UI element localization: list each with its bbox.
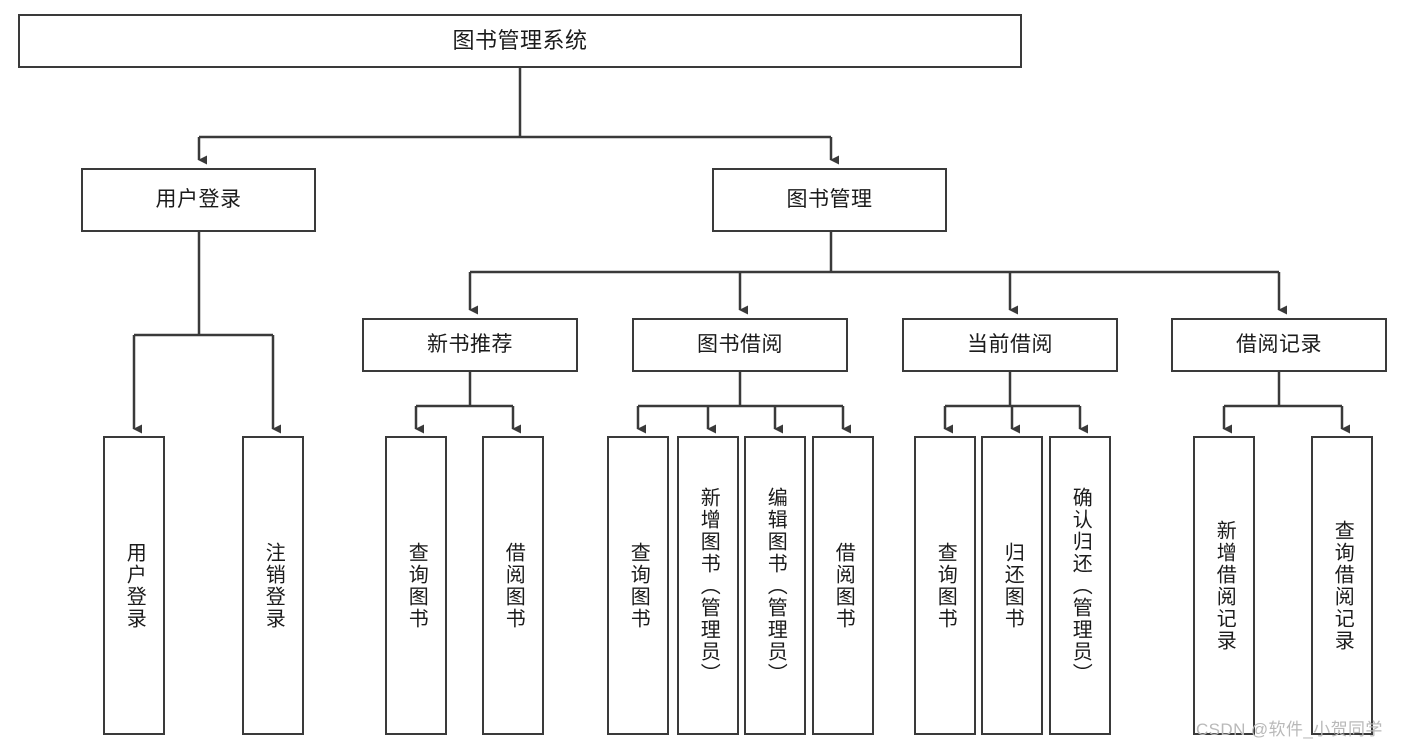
node-leaf-confirm-return[interactable]: 确认归还（管理员）: [1049, 436, 1111, 735]
node-book-manage[interactable]: 图书管理: [712, 168, 947, 232]
node-leaf-edit-book-label: 编辑图书（管理员）: [764, 486, 787, 685]
node-current-borrow-label: 当前借阅: [967, 332, 1053, 356]
node-leaf-add-book-label: 新增图书（管理员）: [697, 486, 720, 685]
node-new-book-recommend-label: 新书推荐: [427, 332, 513, 356]
node-leaf-query-book-3[interactable]: 查询图书: [914, 436, 976, 735]
node-leaf-query-book-2[interactable]: 查询图书: [607, 436, 669, 735]
node-leaf-user-login-label: 用户登录: [123, 541, 146, 630]
node-leaf-query-book-1-label: 查询图书: [405, 541, 428, 630]
node-leaf-logout-label: 注销登录: [262, 541, 285, 630]
node-leaf-add-book[interactable]: 新增图书（管理员）: [677, 436, 739, 735]
node-leaf-add-record-label: 新增借阅记录: [1213, 519, 1236, 652]
node-current-borrow[interactable]: 当前借阅: [902, 318, 1118, 372]
node-leaf-return-book-label: 归还图书: [1001, 541, 1024, 630]
node-new-book-recommend[interactable]: 新书推荐: [362, 318, 578, 372]
node-user-login[interactable]: 用户登录: [81, 168, 316, 232]
node-book-borrow[interactable]: 图书借阅: [632, 318, 848, 372]
node-leaf-add-record[interactable]: 新增借阅记录: [1193, 436, 1255, 735]
node-book-borrow-label: 图书借阅: [697, 332, 783, 356]
node-leaf-logout[interactable]: 注销登录: [242, 436, 304, 735]
node-leaf-confirm-return-label: 确认归还（管理员）: [1069, 486, 1092, 685]
node-leaf-borrow-book-2[interactable]: 借阅图书: [812, 436, 874, 735]
node-leaf-query-book-3-label: 查询图书: [934, 541, 957, 630]
node-leaf-borrow-book-1[interactable]: 借阅图书: [482, 436, 544, 735]
node-book-manage-label: 图书管理: [786, 187, 873, 211]
node-root[interactable]: 图书管理系统: [18, 14, 1022, 68]
node-leaf-user-login[interactable]: 用户登录: [103, 436, 165, 735]
node-user-login-label: 用户登录: [155, 187, 242, 211]
node-leaf-borrow-book-1-label: 借阅图书: [502, 541, 525, 630]
node-leaf-return-book[interactable]: 归还图书: [981, 436, 1043, 735]
node-leaf-query-record[interactable]: 查询借阅记录: [1311, 436, 1373, 735]
node-root-label: 图书管理系统: [452, 28, 588, 54]
node-leaf-query-record-label: 查询借阅记录: [1331, 519, 1354, 652]
node-borrow-record-label: 借阅记录: [1236, 332, 1322, 356]
node-leaf-query-book-2-label: 查询图书: [627, 541, 650, 630]
csdn-watermark: CSDN @软件_小贺同学: [1196, 720, 1383, 739]
node-leaf-edit-book[interactable]: 编辑图书（管理员）: [744, 436, 806, 735]
node-leaf-query-book-1[interactable]: 查询图书: [385, 436, 447, 735]
node-borrow-record[interactable]: 借阅记录: [1171, 318, 1387, 372]
node-leaf-borrow-book-2-label: 借阅图书: [832, 541, 855, 630]
